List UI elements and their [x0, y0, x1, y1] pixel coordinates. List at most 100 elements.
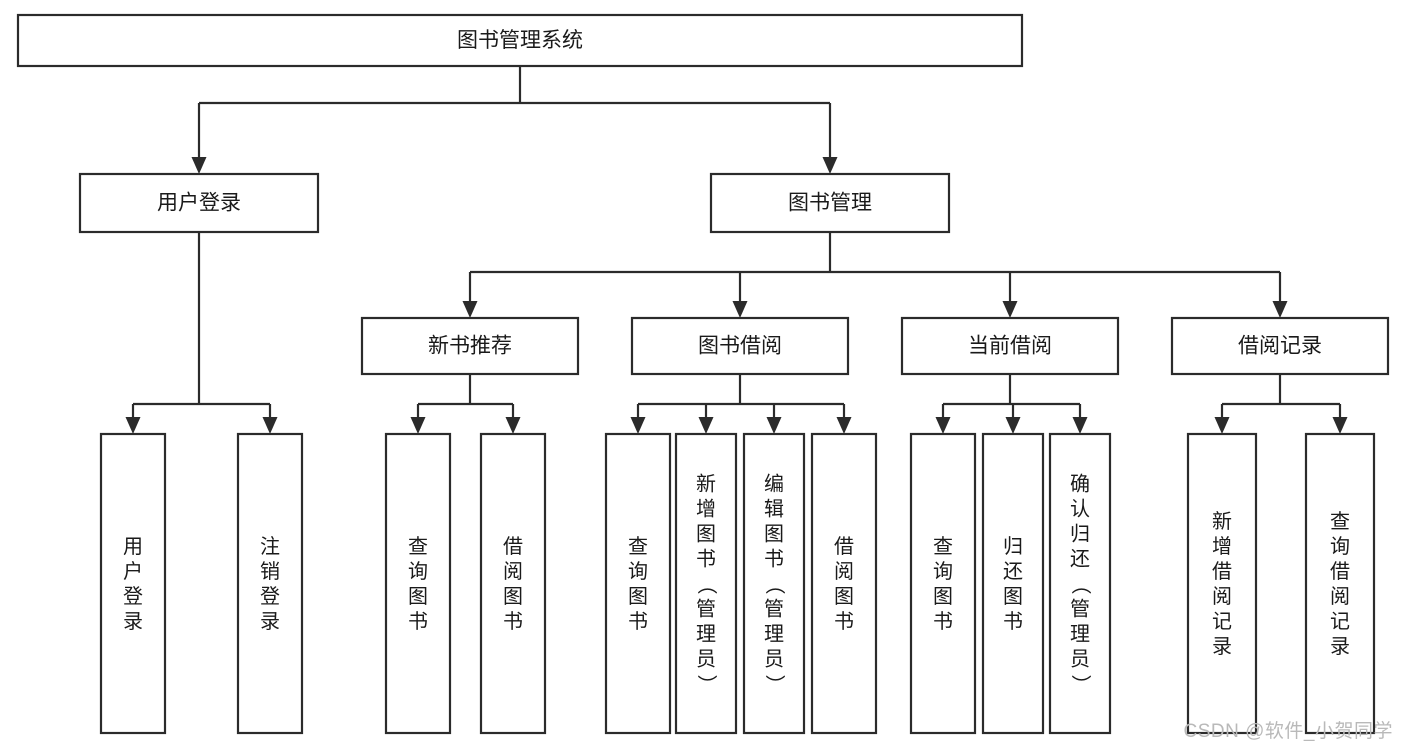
node-label-char: 归 — [1070, 523, 1090, 546]
node-label-char: 确 — [1070, 473, 1090, 496]
arrow-head-icon — [1005, 417, 1021, 434]
node-label-char: 辑 — [764, 498, 784, 521]
node-label-char: 新 — [1212, 510, 1232, 533]
node-label-char: ） — [1069, 675, 1092, 695]
node-label-char: 新 — [696, 473, 716, 496]
node-label-char: 询 — [628, 560, 648, 583]
node-label-char: 理 — [696, 624, 716, 646]
node-box — [604, 432, 672, 735]
node-label-char: 查 — [1330, 510, 1350, 533]
node-label-char: 管 — [1070, 598, 1090, 621]
node-level3-0[interactable]: 新书推荐 — [360, 316, 580, 376]
node-label-char: 录 — [1330, 636, 1350, 658]
node-label-char: 书 — [503, 610, 523, 633]
node-box — [78, 172, 320, 234]
node-label-char: 员 — [1070, 649, 1090, 671]
arrow-head-icon — [732, 301, 748, 318]
node-box — [900, 316, 1120, 376]
node-label-char: 借 — [834, 535, 854, 558]
node-level3-2[interactable]: 当前借阅 — [900, 316, 1120, 376]
node-label-char: （ — [695, 575, 718, 595]
node-label-char: 书 — [1003, 610, 1023, 633]
arrow-head-icon — [836, 417, 852, 434]
node-root-system[interactable]: 图书管理系统 — [16, 13, 1024, 68]
node-label-char: 图 — [764, 524, 784, 546]
node-label-char: 查 — [933, 535, 953, 558]
node-label-char: 录 — [1212, 636, 1232, 658]
arrow-head-icon — [462, 301, 478, 318]
connector-group — [1214, 374, 1348, 434]
node-label-char: 户 — [123, 560, 143, 583]
node-box — [1048, 432, 1112, 735]
arrow-head-icon — [191, 157, 207, 174]
node-box — [99, 432, 167, 735]
node-box — [1170, 316, 1390, 376]
node-label-char: 用 — [123, 536, 143, 558]
node-label-char: 认 — [1070, 498, 1090, 521]
node-box — [674, 432, 738, 735]
node-label-char: 询 — [408, 560, 428, 583]
connector-layer — [125, 66, 1348, 434]
node-leaf-0[interactable]: 用户登录 — [99, 432, 167, 735]
node-box — [360, 316, 580, 376]
node-label-char: 销 — [260, 560, 280, 583]
node-label-char: 图 — [628, 586, 648, 608]
node-label-char: 记 — [1212, 610, 1232, 633]
arrow-head-icon — [1214, 417, 1230, 434]
arrow-head-icon — [410, 417, 426, 434]
node-label-char: ） — [763, 675, 786, 695]
node-label-char: 员 — [764, 649, 784, 671]
arrow-head-icon — [766, 417, 782, 434]
arrow-head-icon — [630, 417, 646, 434]
arrow-head-icon — [262, 417, 278, 434]
node-label: 图书借阅 — [698, 335, 782, 358]
node-label-char: 阅 — [1330, 585, 1350, 608]
connector-group — [191, 66, 838, 174]
node-label-char: 图 — [1003, 586, 1023, 608]
node-level3-1[interactable]: 图书借阅 — [630, 316, 850, 376]
node-box — [810, 432, 878, 735]
node-box — [630, 316, 850, 376]
node-label-char: 理 — [1070, 624, 1090, 646]
connector-group — [935, 374, 1088, 434]
node-box — [1304, 432, 1376, 735]
node-label-char: 书 — [628, 610, 648, 633]
node-label-char: 书 — [933, 610, 953, 633]
arrow-head-icon — [822, 157, 838, 174]
node-label: 借阅记录 — [1238, 335, 1322, 358]
arrow-head-icon — [935, 417, 951, 434]
node-label-char: 增 — [1212, 535, 1232, 558]
node-label-char: 记 — [1330, 610, 1350, 633]
connector-group — [125, 232, 278, 434]
node-box — [981, 432, 1045, 735]
node-label-char: 录 — [260, 611, 280, 633]
node-box — [909, 432, 977, 735]
node-label-char: ） — [695, 675, 718, 695]
node-label-char: 图 — [933, 586, 953, 608]
node-box — [742, 432, 806, 735]
node-level3-3[interactable]: 借阅记录 — [1170, 316, 1390, 376]
node-label-char: 登 — [260, 585, 280, 608]
arrow-head-icon — [505, 417, 521, 434]
node-label-char: 还 — [1003, 560, 1023, 583]
node-level2-0[interactable]: 用户登录 — [78, 172, 320, 234]
node-level2-1[interactable]: 图书管理 — [709, 172, 951, 234]
node-label-char: 书 — [408, 610, 428, 633]
arrow-head-icon — [698, 417, 714, 434]
node-label-char: 增 — [696, 498, 716, 521]
arrow-head-icon — [1272, 301, 1288, 318]
node-label-char: 询 — [933, 560, 953, 583]
